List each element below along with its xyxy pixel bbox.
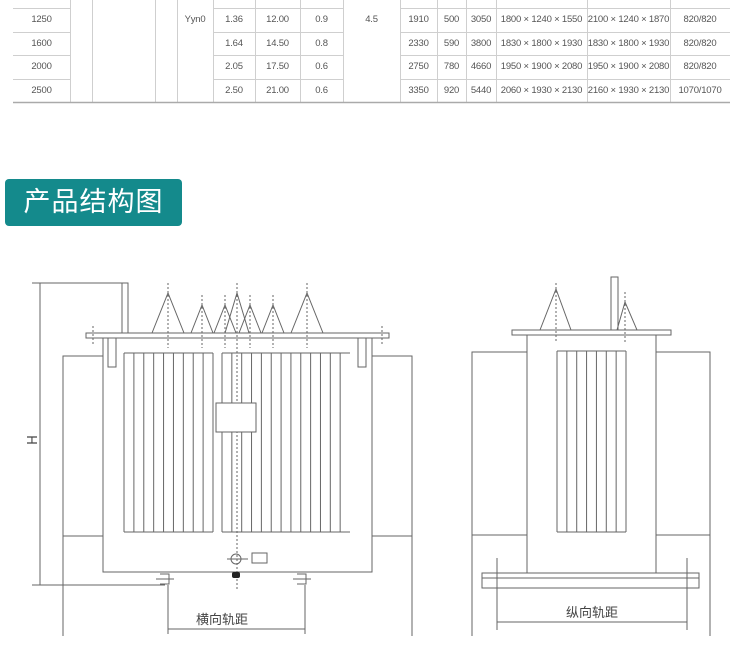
table-cell-dims-a: 1950 × 1900 × 2080 [500, 61, 583, 72]
table-cell-noload-current: 0.9 [315, 14, 328, 25]
table-cell-dims-a: 1800 × 1240 × 1550 [500, 14, 583, 25]
left-radiator [471, 351, 528, 536]
table-cell-capacity: 1250 [31, 14, 52, 25]
tank-cover [511, 329, 672, 336]
spec-table: Yyn0 4.5 1250 1.36 12.00 0.9 1910 500 3050 1800… [0, 0, 750, 110]
gauge-box [251, 552, 268, 564]
transverse-gauge-label: 横向轨距 [196, 612, 248, 628]
table-cell-load-loss: 17.50 [266, 61, 289, 72]
conservator-pipe [610, 276, 619, 331]
table-cell-oil: 2330 [408, 38, 429, 49]
table-cell-oil: 2750 [408, 61, 429, 72]
table-cell-dims-a: 1830 × 1800 × 1930 [500, 38, 583, 49]
left-radiator [62, 355, 104, 537]
table-cell-gauge: 820/820 [683, 38, 717, 49]
impedance-cell: 4.5 [365, 14, 378, 25]
conservator-pipe [121, 282, 129, 334]
wheel-icon [293, 573, 311, 585]
table-cell-weight: 3050 [470, 14, 492, 25]
connection-cell: Yyn0 [184, 14, 206, 25]
cooling-fins [123, 352, 350, 533]
table-cell-c2: 920 [443, 85, 460, 96]
table-cell-noload-loss: 1.36 [225, 14, 243, 25]
table-cell-noload-current: 0.6 [315, 61, 328, 72]
table-cell-noload-loss: 2.50 [225, 85, 243, 96]
table-cell-gauge: 820/820 [683, 61, 717, 72]
right-radiator [371, 355, 413, 537]
side-view: 纵向轨距 [471, 276, 711, 636]
spec-table-grid [13, 0, 730, 104]
cooling-fins [556, 350, 627, 533]
table-cell-noload-current: 0.8 [315, 38, 328, 49]
table-cell-capacity: 2500 [31, 85, 52, 96]
table-cell-load-loss: 12.00 [266, 14, 289, 25]
table-cell-weight: 3800 [470, 38, 492, 49]
table-cell-noload-loss: 1.64 [225, 38, 243, 49]
table-cell-c2: 500 [443, 14, 460, 25]
table-cell-capacity: 2000 [31, 61, 52, 72]
table-cell-noload-loss: 2.05 [225, 61, 243, 72]
drain-plug [232, 572, 240, 578]
table-cell-dims-b: 2100 × 1240 × 1870 [587, 14, 670, 25]
right-radiator [655, 351, 711, 536]
bushing [616, 300, 638, 331]
table-cell-load-loss: 21.00 [266, 85, 289, 96]
lifting-lug [107, 337, 117, 368]
table-cell-load-loss: 14.50 [266, 38, 289, 49]
table-cell-dims-b: 1950 × 1900 × 2080 [587, 61, 670, 72]
table-cell-c2: 780 [443, 61, 460, 72]
nameplate [215, 402, 257, 433]
wheel-icon [156, 573, 174, 585]
table-cell-gauge: 820/820 [683, 14, 717, 25]
section-title: 产品结构图 [5, 179, 182, 226]
table-cell-gauge: 1070/1070 [678, 85, 722, 96]
table-cell-capacity: 1600 [31, 38, 52, 49]
table-cell-weight: 4660 [470, 61, 492, 72]
table-cell-dims-a: 2060 × 1930 × 2130 [500, 85, 583, 96]
table-cell-oil: 3350 [408, 85, 429, 96]
rail-base [481, 572, 700, 589]
table-cell-noload-current: 0.6 [315, 85, 328, 96]
longitudinal-gauge-label: 纵向轨距 [566, 605, 618, 621]
front-view: H 横向轨距 [26, 282, 413, 636]
lifting-lug [357, 337, 367, 368]
tank-body [526, 334, 657, 574]
table-cell-oil: 1910 [408, 14, 429, 25]
height-label: H [26, 435, 41, 445]
table-cell-dims-b: 2160 × 1930 × 2130 [587, 85, 670, 96]
table-cell-dims-b: 1830 × 1800 × 1930 [587, 38, 670, 49]
table-cell-weight: 5440 [470, 85, 492, 96]
table-cell-c2: 590 [443, 38, 460, 49]
